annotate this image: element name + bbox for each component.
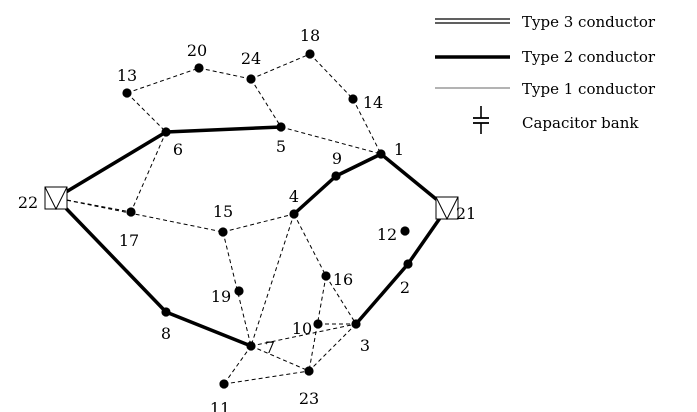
bus-node-20 [194,63,204,73]
edges-layer [64,53,442,385]
legend-type1-label: Type 1 conductor [522,80,656,98]
node-label-10: 10 [292,319,312,338]
edge-24-5 [250,78,282,128]
substation-22 [44,186,68,211]
edge-8-7 [164,310,253,348]
bus-node-9 [331,171,341,181]
node-label-14: 14 [363,93,383,112]
node-label-12: 12 [377,225,397,244]
legend-capacitor-label: Capacitor bank [522,114,639,132]
node-label-4: 4 [289,187,299,206]
bus-node-6 [161,127,171,137]
edge-13-6 [126,92,167,133]
node-label-16: 16 [333,270,353,289]
node-label-11: 11 [210,399,230,412]
bus-node-5 [276,122,286,132]
node-label-20: 20 [187,41,207,60]
nodes-layer [44,49,459,389]
edge-11-23 [223,370,310,385]
edge-22-6 [65,130,168,194]
edge-3-23 [308,323,357,372]
bus-node-24 [246,74,256,84]
edge-4-16 [293,213,327,277]
legend: Type 3 conductor Type 2 conductor Type 1… [435,13,656,134]
node-label-21: 21 [456,204,476,223]
bus-node-13 [122,88,132,98]
legend-type2: Type 2 conductor [435,48,656,66]
node-label-9: 9 [332,149,342,168]
legend-capacitor: Capacitor bank [473,106,639,134]
bus-node-4 [289,209,299,219]
node-label-8: 8 [161,324,171,343]
bus-node-2 [403,259,413,269]
bus-node-10 [313,319,323,329]
edge-4-9 [292,174,338,216]
node-label-18: 18 [300,26,320,45]
edge-5-1 [280,126,382,155]
edge-7-3 [250,323,357,347]
bus-node-16 [321,271,331,281]
node-label-17: 17 [119,231,139,250]
node-label-5: 5 [276,137,286,156]
edge-22-8 [64,207,168,314]
edge-9-1 [334,152,383,178]
edge-14-1 [352,98,382,155]
bus-node-14 [348,94,358,104]
legend-type1: Type 1 conductor [435,80,656,98]
edge-6-5 [164,125,283,134]
bus-node-3 [351,319,361,329]
bus-node-17 [126,207,136,217]
edge-2-3 [354,262,410,326]
capacitor-icon [473,106,489,134]
node-label-13: 13 [117,66,137,85]
edge-7-11 [223,345,252,385]
edge-22-15 [66,199,224,233]
edge-6-17 [130,131,167,213]
edge-21-2 [406,217,442,266]
edge-15-4 [222,213,295,233]
node-label-15: 15 [213,202,233,221]
edge-16-3 [325,275,357,325]
bus-node-8 [161,307,171,317]
bus-node-18 [305,49,315,59]
edge-16-23 [308,275,327,372]
legend-type2-label: Type 2 conductor [522,48,656,66]
node-label-2: 2 [400,278,410,297]
node-label-3: 3 [360,336,370,355]
node-label-7: 7 [265,338,275,357]
bus-node-11 [219,379,229,389]
bus-node-19 [234,286,244,296]
bus-node-1 [376,149,386,159]
node-label-1: 1 [394,140,404,159]
node-label-22: 22 [18,193,38,212]
edge-1-21 [379,152,438,201]
bus-node-12 [400,226,410,236]
bus-node-15 [218,227,228,237]
legend-type3: Type 3 conductor [435,13,656,31]
edge-20-24 [198,67,252,80]
edge-18-14 [309,53,354,100]
edge-24-18 [250,53,311,80]
legend-type3-label: Type 3 conductor [522,13,656,31]
node-label-23: 23 [299,389,319,408]
node-label-6: 6 [173,140,183,159]
node-label-19: 19 [211,287,231,306]
edge-13-20 [126,67,200,94]
edge-7-23 [250,345,310,372]
bus-node-7 [246,341,256,351]
substation-21 [435,196,459,221]
node-label-24: 24 [241,49,261,68]
bus-node-23 [304,366,314,376]
edge-4-7 [250,213,295,347]
